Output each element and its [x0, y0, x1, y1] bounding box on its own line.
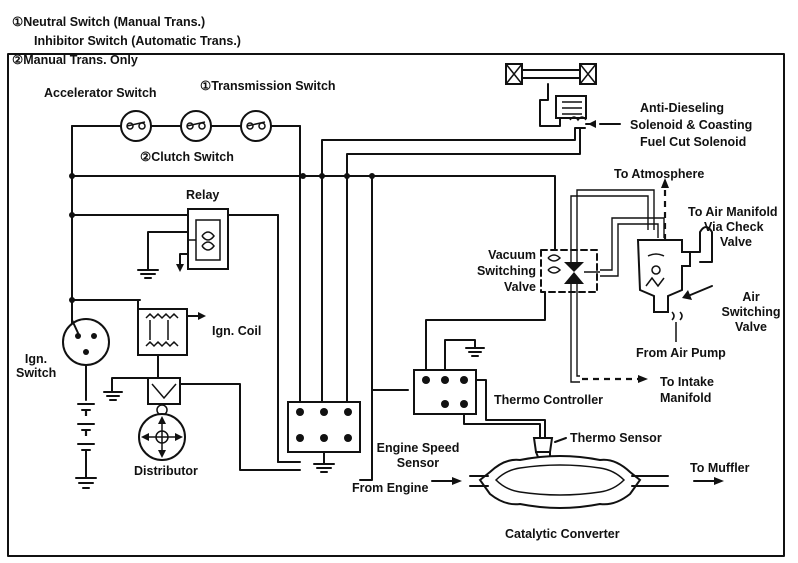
- ignition-switch: [62, 318, 110, 401]
- to-intake-label-line-1: To Intake: [660, 375, 714, 389]
- to-air-manifold-line-1: To Air Manifold: [688, 205, 778, 219]
- thermo-sensor-label: Thermo Sensor: [570, 431, 662, 445]
- distributor-label: Distributor: [134, 464, 198, 478]
- air-valve-label-line-1: Air: [742, 290, 760, 304]
- to-muffler-label: To Muffler: [690, 461, 750, 475]
- solenoid-label-line-2: Solenoid & Coasting: [630, 118, 753, 132]
- catalytic-converter-label: Catalytic Converter: [505, 527, 620, 541]
- accelerator-switch-label: Accelerator Switch: [44, 86, 157, 100]
- to-intake-label-line-2: Manifold: [660, 391, 712, 405]
- thermo-controller: [359, 291, 546, 481]
- to-air-manifold-line-2: Via Check: [704, 220, 764, 234]
- diagram-frame: [7, 53, 785, 557]
- ign-coil-label: Ign. Coil: [212, 324, 262, 338]
- relay: [137, 208, 229, 279]
- air-valve-label-line-2: Switching: [721, 305, 781, 319]
- air-switching-valve: [636, 226, 713, 342]
- accelerator-switch: [120, 110, 152, 142]
- ign-switch-label-line-2: Switch: [16, 366, 57, 380]
- engine-speed-sensor-label-line-1: Engine Speed: [376, 441, 460, 455]
- engine-speed-sensor-label-line-2: Sensor: [396, 456, 440, 470]
- transmission-switch: [240, 110, 272, 142]
- note-1-line-2: Inhibitor Switch (Automatic Trans.): [34, 34, 241, 48]
- catalytic-converter: [431, 455, 724, 509]
- clutch-switch-label: ②Clutch Switch: [140, 150, 234, 164]
- transmission-switch-label: ①Transmission Switch: [200, 79, 336, 93]
- battery: [75, 403, 97, 489]
- from-engine-label: From Engine: [352, 481, 429, 495]
- vacuum-valve-label-line-1: Vacuum: [488, 248, 536, 262]
- vacuum-valve-label-line-3: Valve: [504, 280, 536, 294]
- solenoid-label-line-3: Fuel Cut Solenoid: [640, 135, 747, 149]
- note-1-line-1: ①Neutral Switch (Manual Trans.): [12, 15, 206, 29]
- anti-dieseling-solenoid: [505, 63, 621, 128]
- thermo-controller-label: Thermo Controller: [494, 393, 604, 407]
- relay-label: Relay: [186, 188, 220, 202]
- clutch-switch: [180, 110, 212, 142]
- ign-switch-label-line-1: Ign.: [24, 352, 48, 366]
- vacuum-valve-label-line-2: Switching: [476, 264, 536, 278]
- ignition-coil: [137, 299, 206, 379]
- solenoid-label-line-1: Anti-Dieseling: [640, 101, 725, 115]
- vacuum-hoses: [570, 178, 669, 383]
- note-2: ②Manual Trans. Only: [12, 53, 138, 67]
- vacuum-switching-valve: [540, 249, 600, 293]
- solenoid-wiring: [321, 127, 586, 403]
- distributor: [103, 377, 301, 471]
- to-atmosphere-label: To Atmosphere: [614, 167, 705, 181]
- to-air-manifold-line-3: Valve: [720, 235, 752, 249]
- control-unit: [287, 401, 361, 473]
- from-air-pump-label: From Air Pump: [636, 346, 726, 360]
- air-valve-label-line-3: Valve: [735, 320, 767, 334]
